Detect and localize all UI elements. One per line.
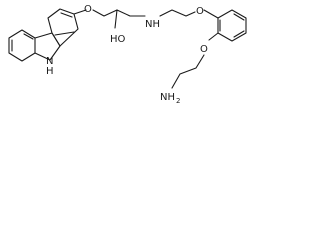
bond-aminoethyl xyxy=(171,54,205,89)
molecule-svg: N H O HO NH O O NH 2 xyxy=(8,4,247,105)
terminal-amine-subscript: 2 xyxy=(176,97,180,105)
terminal-amine-label: NH xyxy=(160,92,175,103)
carbazole-h-label: H xyxy=(46,66,54,77)
amine-nh-label: NH xyxy=(145,19,160,30)
bond-ring-o3 xyxy=(208,32,219,41)
bond-linker xyxy=(159,9,196,17)
carbazole-n-label: N xyxy=(46,56,53,67)
ether-o2-label: O xyxy=(196,6,204,17)
bond-oh xyxy=(114,9,118,29)
structure-diagram: N H O HO NH O O NH 2 xyxy=(0,0,256,105)
catechol-ring xyxy=(203,9,247,42)
bond-chain-2 xyxy=(116,9,146,17)
ether-o1-label: O xyxy=(84,4,92,15)
bond-carbazole-o xyxy=(73,9,87,15)
bond-chain-1 xyxy=(92,9,118,17)
ether-o3-label: O xyxy=(200,44,208,55)
hydroxyl-label: HO xyxy=(110,34,126,45)
carbazole-left-ring xyxy=(8,29,36,62)
carbazole-right-ring xyxy=(47,8,79,47)
